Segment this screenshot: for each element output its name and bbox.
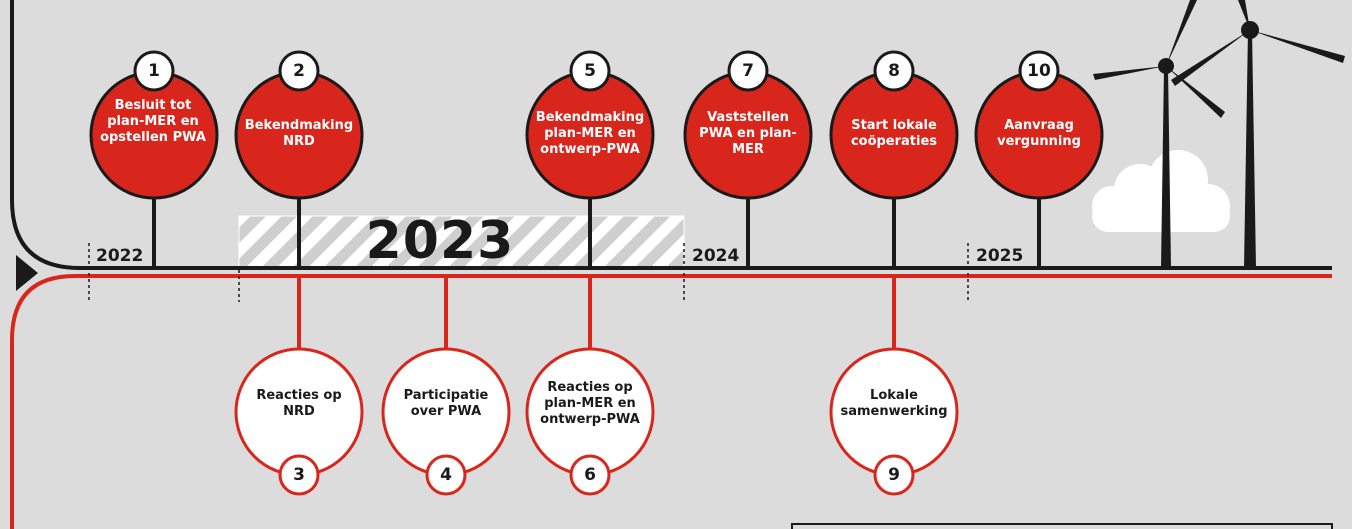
milestone-4-marker: [381, 276, 511, 496]
year-label-2024: 2024: [692, 246, 740, 266]
cloud-icon: [1092, 150, 1230, 232]
year-2023-band: [238, 215, 685, 269]
milestone-2-marker: [234, 50, 364, 268]
year-separators: [88, 243, 969, 302]
milestone-5-marker: [525, 50, 655, 268]
milestone-3-number: 3: [293, 465, 305, 485]
milestone-5-number: 5: [584, 61, 596, 81]
milestone-9-marker: [829, 276, 959, 496]
milestone-5-label: Bekendmaking plan-MER en ontwerp-PWA: [535, 110, 645, 157]
milestone-6-marker: [525, 276, 655, 496]
milestone-1-number: 1: [148, 61, 160, 81]
milestone-4-number: 4: [440, 465, 452, 485]
milestone-6-label: Reacties op plan-MER en ontwerp-PWA: [540, 380, 640, 427]
milestone-7-marker: [683, 50, 813, 268]
milestone-8-marker: [829, 50, 959, 268]
milestone-7-label: Vaststellen PWA en plan-MER: [699, 110, 797, 157]
milestone-8-number: 8: [888, 61, 900, 81]
black-timeline-line: [10, 0, 1332, 270]
legend-box-edge: [791, 523, 1333, 529]
milestone-10-label: Aanvraag vergunning: [997, 118, 1081, 149]
milestone-9-number: 9: [888, 465, 900, 485]
year-label-2025: 2025: [976, 246, 1024, 266]
milestone-2-label: Bekendmaking NRD: [244, 118, 354, 149]
milestone-6-number: 6: [584, 465, 596, 485]
year-label-2023: 2023: [365, 211, 515, 271]
milestone-1-marker: [89, 50, 219, 268]
milestone-8-label: Start lokale coöperaties: [850, 118, 938, 149]
red-timeline-line: [10, 274, 1332, 529]
top-milestones: [89, 50, 1104, 268]
milestone-7-number: 7: [742, 61, 754, 81]
milestone-4-label: Participatie over PWA: [403, 388, 489, 419]
milestone-10-number: 10: [1027, 61, 1051, 81]
wind-turbine-icon: [1093, 0, 1345, 268]
milestone-10-marker: [974, 50, 1104, 268]
milestone-2-number: 2: [293, 61, 305, 81]
milestone-1-label: Besluit tot plan-MER en opstellen PWA: [100, 98, 206, 145]
year-label-2022: 2022: [96, 246, 144, 266]
milestone-3-label: Reacties op NRD: [256, 388, 342, 419]
bottom-milestones: [234, 276, 959, 496]
play-triangle-icon: [16, 255, 38, 291]
milestone-3-marker: [234, 276, 364, 496]
milestone-9-label: Lokale samenwerking: [840, 388, 948, 419]
